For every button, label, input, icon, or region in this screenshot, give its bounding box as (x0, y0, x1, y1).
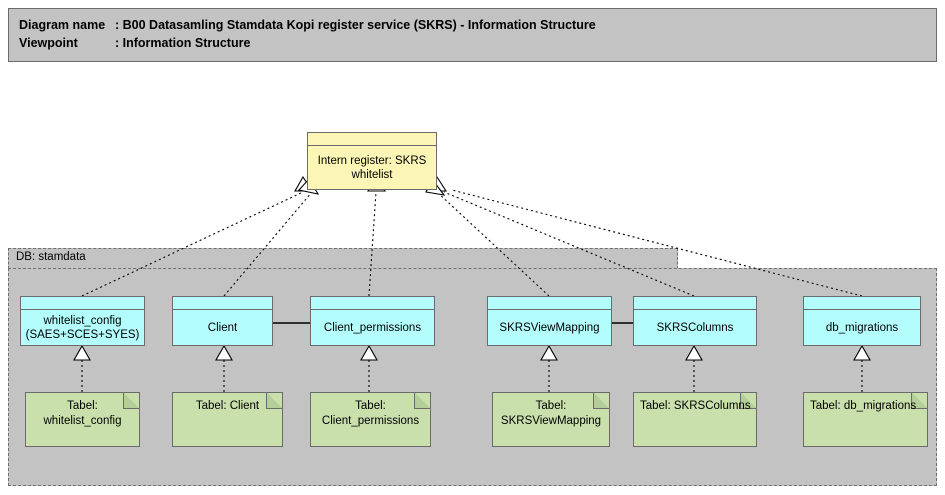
artifact-tabel-whitelist-config[interactable]: Tabel: whitelist_config (25, 392, 140, 447)
group-tab (8, 248, 678, 269)
node-label: SKRSViewMapping (499, 321, 600, 334)
artifact-tabel-skrsviewmapping[interactable]: Tabel: SKRSViewMapping (492, 392, 610, 447)
node-db-migrations[interactable]: db_migrations (803, 296, 921, 346)
node-label: Intern register: SKRS whitelist (317, 154, 427, 181)
diagram-header-banner: Diagram name : B00 Datasamling Stamdata K… (8, 8, 937, 62)
node-label: Client_permissions (323, 321, 422, 334)
artifact-label: Tabel: Client (195, 400, 260, 412)
node-intern-register-skrs-whitelist[interactable]: Intern register: SKRS whitelist (307, 132, 437, 190)
artifact-label: Tabel: Client_permissions (321, 400, 420, 427)
artifact-tabel-db-migrations[interactable]: Tabel: db_migrations (803, 392, 928, 447)
diagram-name-label: Diagram name (19, 18, 106, 32)
viewpoint-line: Viewpoint : Information Structure (19, 34, 936, 52)
artifact-tabel-client[interactable]: Tabel: Client (172, 392, 283, 447)
object-text-area: Client (173, 310, 272, 345)
diagram-name-value: : B00 Datasamling Stamdata Kopi register… (115, 18, 596, 32)
object-text-area: db_migrations (804, 310, 920, 345)
group-db-stamdata[interactable]: DB: stamdata (8, 248, 937, 486)
object-text-area: Client_permissions (311, 310, 434, 345)
artifact-tabel-skrscolumns[interactable]: Tabel: SKRSColumns (633, 392, 757, 447)
artifact-label: Tabel: db_migrations (810, 400, 917, 412)
node-label: whitelist_config (SAES+SCES+SYES) (25, 314, 140, 341)
object-band (21, 297, 144, 310)
object-band (173, 297, 272, 310)
node-whitelist-config[interactable]: whitelist_config (SAES+SCES+SYES) (20, 296, 145, 346)
viewpoint-value: : Information Structure (115, 36, 251, 50)
group-body (8, 268, 937, 486)
object-text-area: whitelist_config (SAES+SCES+SYES) (21, 310, 144, 345)
diagram-name-line: Diagram name : B00 Datasamling Stamdata K… (19, 16, 936, 34)
node-client-permissions[interactable]: Client_permissions (310, 296, 435, 346)
artifact-label: Tabel: SKRSColumns (640, 400, 751, 412)
node-label: db_migrations (825, 321, 899, 334)
node-skrscolumns[interactable]: SKRSColumns (633, 296, 757, 346)
object-band (311, 297, 434, 310)
object-text-area: SKRSViewMapping (488, 310, 611, 345)
viewpoint-label: Viewpoint (19, 36, 78, 50)
artifact-label: Tabel: whitelist_config (43, 400, 122, 427)
artifact-label: Tabel: SKRSViewMapping (500, 400, 602, 427)
node-label: Client (207, 321, 238, 334)
node-skrsviewmapping[interactable]: SKRSViewMapping (487, 296, 612, 346)
object-band (634, 297, 756, 310)
object-band (488, 297, 611, 310)
artifact-tabel-client-permissions[interactable]: Tabel: Client_permissions (310, 392, 431, 447)
object-text-area: SKRSColumns (634, 310, 756, 345)
object-band (804, 297, 920, 310)
object-band (308, 133, 436, 146)
object-text-area: Intern register: SKRS whitelist (308, 146, 436, 189)
group-label: DB: stamdata (16, 251, 86, 263)
node-client[interactable]: Client (172, 296, 273, 346)
node-label: SKRSColumns (656, 321, 734, 334)
